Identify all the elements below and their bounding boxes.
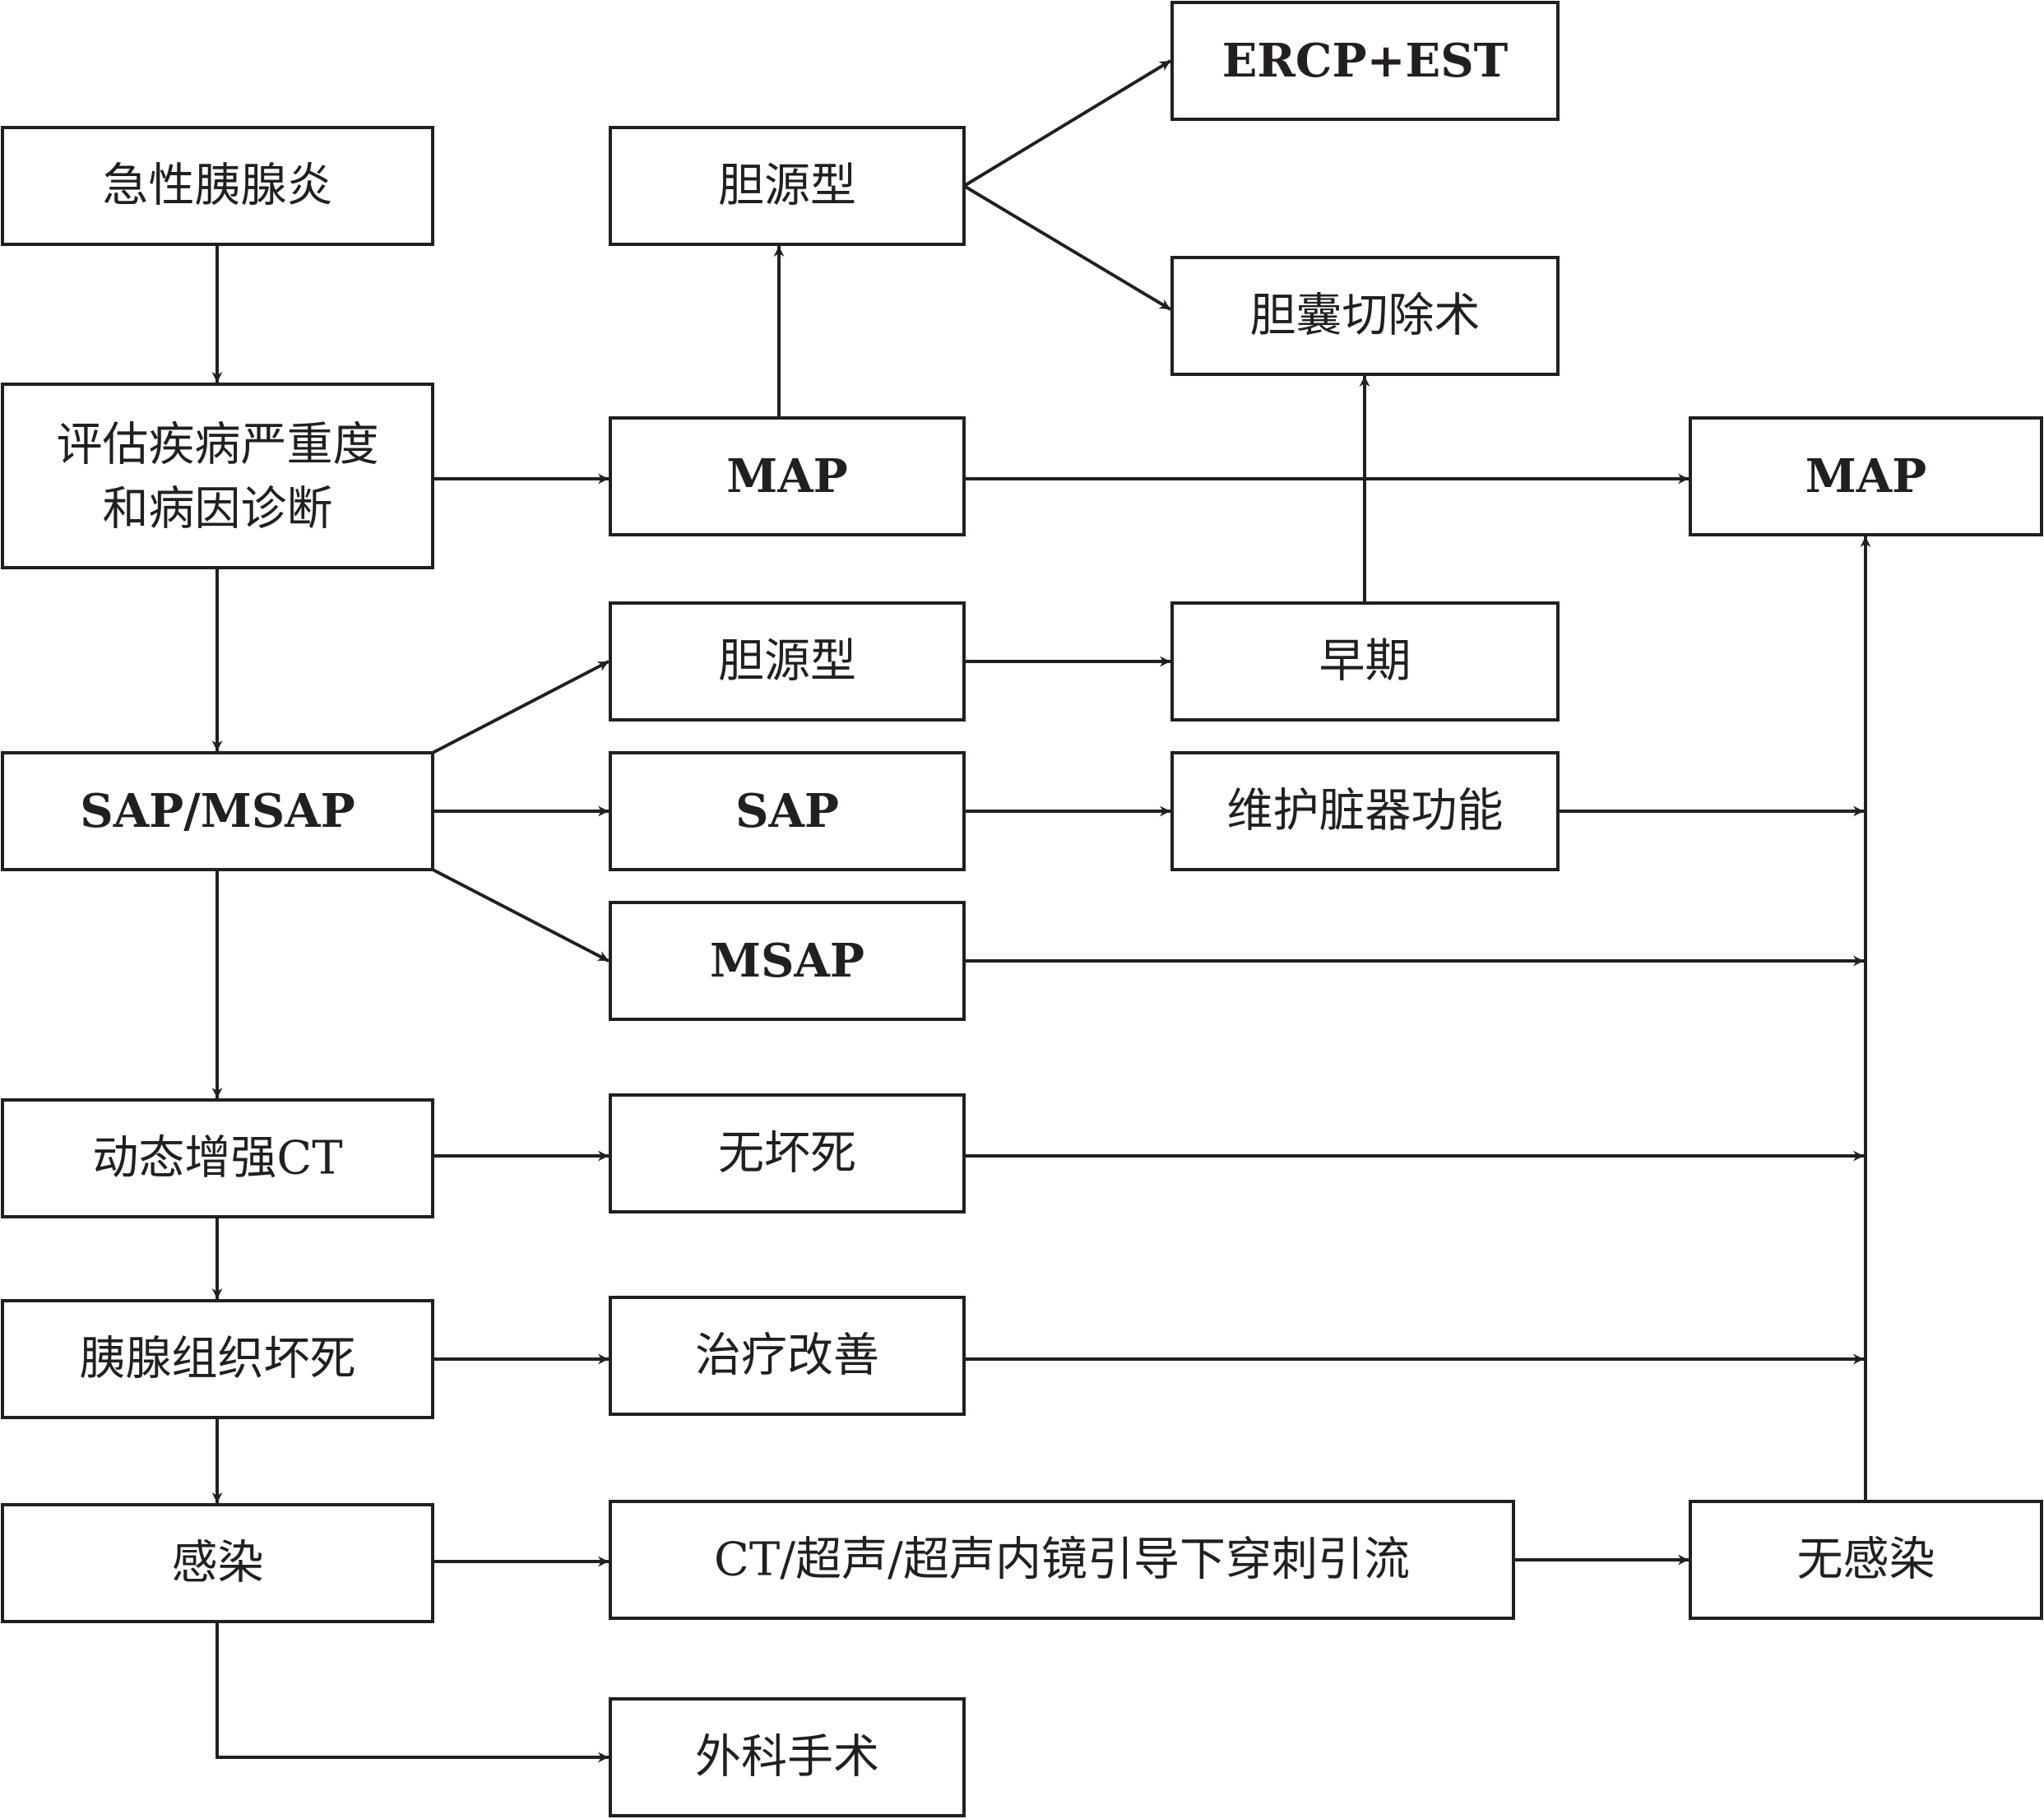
node-ercp-est: ERCP+EST	[1170, 1, 1560, 121]
node-early: 早期	[1170, 601, 1560, 722]
svg-text:MSAP: MSAP	[710, 934, 864, 988]
node-map-2: MAP	[1689, 416, 2043, 536]
svg-text:无感染: 无感染	[1797, 1534, 1935, 1587]
svg-text:外科手术: 外科手术	[695, 1731, 879, 1784]
svg-text:MAP: MAP	[1805, 449, 1927, 503]
arrow-biliary-to-cholecystectomy	[962, 184, 1172, 311]
svg-text:胆囊切除术: 胆囊切除术	[1250, 290, 1481, 343]
svg-text:动态增强CT: 动态增强CT	[92, 1132, 342, 1186]
node-biliary-1: 胆源型	[609, 126, 966, 246]
svg-text:胆源型: 胆源型	[718, 160, 856, 213]
node-map-1: MAP	[609, 416, 966, 536]
node-sap-msap: SAP/MSAP	[1, 751, 434, 871]
arrow-biliary-to-ercp	[962, 59, 1172, 188]
node-biliary-2: 胆源型	[609, 601, 966, 722]
svg-text:治疗改善: 治疗改善	[695, 1329, 879, 1383]
node-dynamic-ct: 动态增强CT	[1, 1098, 434, 1218]
node-no-infection: 无感染	[1689, 1500, 2043, 1620]
svg-text:早期: 早期	[1319, 635, 1411, 689]
node-pancreatic-necrosis: 胰腺组织坏死	[1, 1299, 434, 1419]
svg-text:维护脏器功能: 维护脏器功能	[1227, 785, 1504, 838]
arrow-sap-msap-to-msap	[432, 868, 609, 963]
svg-text:SAP: SAP	[735, 784, 839, 838]
node-sap: SAP	[609, 751, 966, 871]
svg-text:感染: 感染	[172, 1537, 264, 1590]
svg-text:CT/超声/超声内镜引导下穿刺引流: CT/超声/超声内镜引导下穿刺引流	[714, 1534, 1410, 1587]
svg-text:胰腺组织坏死: 胰腺组织坏死	[80, 1333, 356, 1386]
svg-text:MAP: MAP	[726, 449, 848, 503]
svg-text:评估疾病严重度: 评估疾病严重度	[57, 419, 379, 472]
node-drainage: CT/超声/超声内镜引导下穿刺引流	[609, 1500, 1515, 1620]
node-msap: MSAP	[609, 901, 966, 1021]
svg-text:急性胰腺炎: 急性胰腺炎	[103, 160, 333, 213]
node-assessment: 评估疾病严重度 和病因诊断	[1, 383, 434, 569]
svg-text:无坏死: 无坏死	[718, 1127, 856, 1181]
svg-text:和病因诊断: 和病因诊断	[103, 483, 333, 536]
arrow-sap-msap-to-biliary	[432, 660, 609, 754]
svg-text:ERCP+EST: ERCP+EST	[1222, 34, 1509, 88]
svg-text:SAP/MSAP: SAP/MSAP	[80, 784, 355, 838]
node-acute-pancreatitis: 急性胰腺炎	[1, 126, 434, 246]
node-surgery: 外科手术	[609, 1697, 966, 1817]
node-organ-support: 维护脏器功能	[1170, 751, 1560, 871]
node-treatment-improved: 治疗改善	[609, 1296, 966, 1416]
node-infection: 感染	[1, 1503, 434, 1623]
arrow-infection-to-surgery	[216, 1622, 609, 1763]
node-no-necrosis: 无坏死	[609, 1093, 966, 1213]
svg-text:胆源型: 胆源型	[718, 635, 856, 689]
node-cholecystectomy: 胆囊切除术	[1170, 256, 1560, 376]
